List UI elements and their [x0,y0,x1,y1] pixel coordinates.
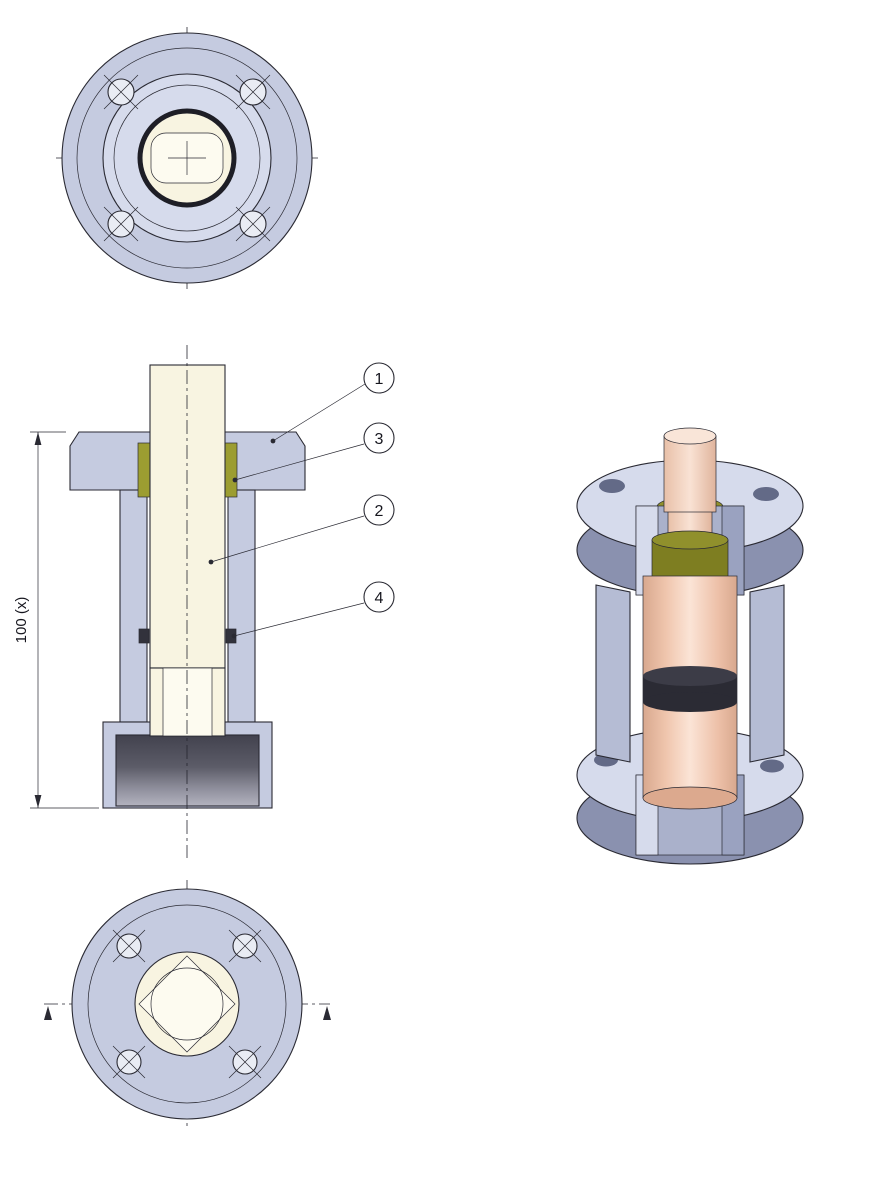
housing-wall-left [119,489,148,723]
cut-wall-left [595,584,631,763]
seal-olive-ring-top [651,530,729,550]
bolt-cross-line [112,929,146,963]
bolt-hole-iso [599,479,625,493]
oring-left [138,628,150,644]
callout-1: 1 [270,362,395,444]
bolt-hole [103,74,139,110]
bushing [115,734,260,807]
bolt-cross-line [235,206,271,242]
leader-dot [270,438,276,444]
bolt-hole [112,929,146,963]
shaft-bottom [642,786,738,810]
bolt-cross-line [228,1045,262,1079]
dark-ring-top [643,666,737,686]
bolt-hole [235,74,271,110]
flange-ring [87,904,287,1104]
balloon-label: 4 [375,590,384,607]
dimension-arrow-bottom [34,795,42,808]
leader-dot [231,633,237,639]
balloon-label: 2 [375,503,384,520]
top-view [56,27,318,289]
balloon-circle [363,422,395,454]
callout-3: 3 [232,422,395,483]
bolt-hole [228,1045,262,1079]
cut-wall-right [749,584,785,763]
balloon-circle [363,362,395,394]
boss-inner-ring [113,84,261,232]
bolt-cross-line [112,1045,146,1079]
balloon-circle [363,494,395,526]
balloon-label: 1 [375,371,384,388]
bolt-hole [228,929,262,963]
dimension-100x: 100 (x) [13,431,99,809]
shaft-body [149,364,226,669]
dimension-arrow-top [34,432,42,445]
isometric-cutaway-view [576,427,804,865]
dimension-text: 100 (x) [13,597,30,644]
shaft-circle [150,967,224,1041]
balloon-label: 3 [375,431,384,448]
shaft-square-end-face [162,667,213,737]
balloon-circle [363,581,395,613]
leader-line [234,443,365,481]
leader-line [210,515,365,563]
bolt-cross-line [235,74,271,110]
seal-olive-right [224,442,238,498]
leader-line [233,602,365,637]
bottom-view [44,880,331,1128]
bolt-hole [103,206,139,242]
bolt-cross-line [103,206,139,242]
bolt-hole [112,1045,146,1079]
callout-4: 4 [231,581,395,639]
leader-line [272,383,366,442]
shaft-stub-top [663,427,717,445]
bolt-hole-iso [760,759,784,773]
leader-dot [232,477,238,483]
dark-ring-bottom [643,692,737,712]
shaft-stub [663,435,717,513]
leader-dot [208,559,214,565]
front-section-view [69,345,306,858]
bolt-hole [235,206,271,242]
housing-wall-right [227,489,256,723]
section-arrow-right [323,1006,331,1020]
bolt-cross-line [103,74,139,110]
bolt-hole-iso [753,487,779,501]
section-arrow-left [44,1006,52,1020]
callout-2: 2 [208,494,395,565]
bolt-cross-line [228,929,262,963]
seal-olive-left [137,442,151,498]
callouts: 1 3 2 4 [208,362,395,639]
flange-ring [76,47,298,269]
